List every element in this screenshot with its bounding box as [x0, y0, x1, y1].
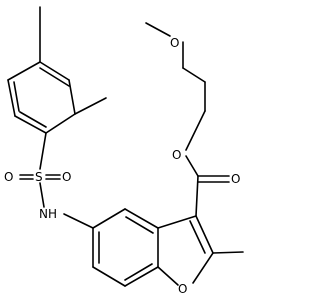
bond [92, 208, 126, 229]
atom-labels: O O O O S O NH O [4, 36, 240, 296]
furan-oxygen-label: O [178, 282, 187, 296]
bond [92, 266, 126, 287]
methoxy-oxygen-label: O [170, 36, 179, 50]
ester-carbonyl-oxygen-label: O [231, 172, 240, 186]
bond [39, 182, 45, 208]
bond [145, 22, 171, 37]
bond [63, 213, 94, 229]
bond [195, 215, 214, 254]
sulfonyl-oxygen-left-label: O [4, 170, 13, 184]
bond [195, 175, 199, 217]
bonds [7, 6, 244, 287]
bond [74, 97, 107, 115]
bond [124, 263, 153, 281]
bond [192, 252, 214, 284]
bond [185, 110, 206, 151]
bond [45, 113, 76, 134]
sulfur-label: S [35, 170, 43, 184]
sulfonyl-oxygen-right-label: O [62, 170, 71, 184]
bond [125, 216, 154, 234]
bond [39, 67, 70, 87]
sulfonamide-nh-label: NH [39, 207, 57, 221]
bond [14, 115, 47, 134]
bond [7, 79, 16, 117]
bond [189, 220, 206, 254]
chemical-structure: O O O O S O NH O [4, 6, 244, 296]
bond [13, 81, 20, 112]
bond [157, 215, 197, 229]
bond [7, 61, 41, 81]
bond [124, 208, 159, 229]
bond [39, 61, 70, 81]
bond [185, 155, 199, 177]
bond [19, 111, 47, 128]
ester-link-oxygen-label: O [172, 148, 181, 162]
bond [39, 132, 47, 170]
bond [157, 266, 179, 286]
bond [212, 251, 244, 254]
bond [68, 79, 76, 115]
bond [182, 67, 206, 83]
bond [124, 266, 159, 287]
